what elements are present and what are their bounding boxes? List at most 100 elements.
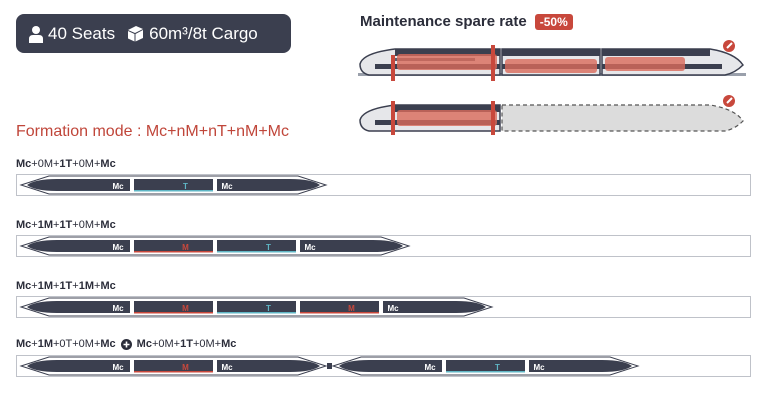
cargo-label: 60m³/8t Cargo [149,23,258,43]
car-t: T [217,301,296,314]
spec-card: 40 Seats 60m³/8t Cargo [16,14,291,53]
cargo-spec: 60m³/8t Cargo [127,24,258,44]
car-label: T [183,182,188,191]
coupler [327,363,332,369]
spare-train-diagram [359,95,744,135]
car-label: M [182,363,189,372]
train-diagram-2: Mc M T Mc [19,236,411,256]
car-label: Mc [387,304,399,313]
seats-label: 40 Seats [48,23,116,43]
seats-spec: 40 Seats [28,24,115,44]
train-diagram-3: Mc M T M Mc [19,297,494,317]
car-label: Mc [112,304,124,313]
label-part: +0M+ [72,219,101,231]
formation-row-3: Mc M T M Mc [16,296,751,318]
label-part: + [94,280,101,292]
label-part: 1T [180,338,193,350]
formation-label-2: Mc+1M+1T+0M+Mc [16,219,116,231]
label-part: +0M+ [31,158,60,170]
car-m: M [300,301,379,314]
car-label: T [266,304,271,313]
label-part: + [53,280,60,292]
train: Mc M T Mc [19,236,411,256]
label-part: 1M [78,280,94,292]
formation-label-4a: Mc+1M+0T+0M+Mc [16,338,116,350]
car-m: M [134,301,213,314]
label-part: 1M [37,338,53,350]
car-label: Mc [424,363,436,372]
label-part: + [31,280,38,292]
formation-label-1: Mc+0M+1T+0M+Mc [16,158,116,170]
car-label: Mc [112,243,124,252]
label-part: Mc [136,338,152,350]
car-mc: Mc [217,179,320,191]
formation-row-1: Mc T Mc [16,174,751,196]
label-part: 1T [59,280,73,292]
label-part: Mc [100,280,116,292]
car-mc: Mc [27,360,130,372]
label-part: +0T+0M+ [53,338,101,350]
label-part: + [53,219,60,231]
label-part: 1T [59,158,73,170]
car-mc: Mc [529,360,632,372]
formation-label-3: Mc+1M+1T+1M+Mc [16,280,116,292]
formation-row-4: Mc M Mc Mc T Mc [16,355,751,377]
car-mc: Mc [217,360,320,372]
train-diagram-4: Mc M Mc Mc T Mc [19,356,640,376]
formation-label-4: Mc+1M+0T+0M+Mc Mc+0M+1T+0M+Mc [16,338,236,350]
car-label: Mc [112,363,124,372]
label-part: Mc [100,219,116,231]
label-part: 1M [37,219,53,231]
person-icon [29,25,43,43]
car-label: T [266,243,271,252]
label-part: + [31,219,38,231]
car-label: Mc [304,243,316,252]
train: Mc M T M Mc [19,297,494,317]
car-label: M [348,304,355,313]
maintenance-spare-rate: Maintenance spare rate -50% [360,13,573,30]
plus-circle-icon [120,338,132,350]
label-part: + [72,280,79,292]
car-t: T [446,360,525,373]
label-part: Mc [16,338,32,350]
formation-mode-title: Formation mode : Mc+nM+nT+nM+Mc [16,123,289,140]
car-label: Mc [112,182,124,191]
label-part: 1M [37,280,53,292]
car-mc: Mc [27,301,130,313]
car-mc: Mc [300,240,403,252]
label-part: +0M+ [192,338,222,350]
train: Mc M Mc [19,356,328,376]
car-mc: Mc [339,360,442,372]
rate-badge: -50% [534,13,573,30]
car-mc: Mc [27,179,130,191]
car-m: M [134,360,213,373]
maintenance-title: Maintenance spare rate [360,13,527,30]
car-label: T [495,363,500,372]
car-label: M [182,243,189,252]
full-train-diagram [358,40,746,81]
car-t: T [134,179,213,192]
car-label: Mc [533,363,545,372]
train-diagram-1: Mc T Mc [19,175,328,195]
label-part: +0M+ [72,158,101,170]
label-part: +0M+ [151,338,181,350]
formation-label-4b: Mc+0M+1T+0M+Mc [137,338,237,350]
car-label: M [182,304,189,313]
label-part: Mc [16,280,32,292]
car-label: Mc [221,363,233,372]
label-part: Mc [16,219,32,231]
car-mc: Mc [383,301,486,313]
label-part: Mc [16,158,32,170]
car-label: Mc [221,182,233,191]
label-part: Mc [100,158,116,170]
train: Mc T Mc [19,175,328,195]
maintenance-illustration [358,40,746,135]
label-part: Mc [100,338,116,350]
car-m: M [134,240,213,253]
train: Mc T Mc [331,356,640,376]
car-t: T [217,240,296,253]
cargo-box-icon [128,26,144,42]
formation-row-2: Mc M T Mc [16,235,751,257]
label-part: 1T [59,219,73,231]
label-part: Mc [221,338,237,350]
